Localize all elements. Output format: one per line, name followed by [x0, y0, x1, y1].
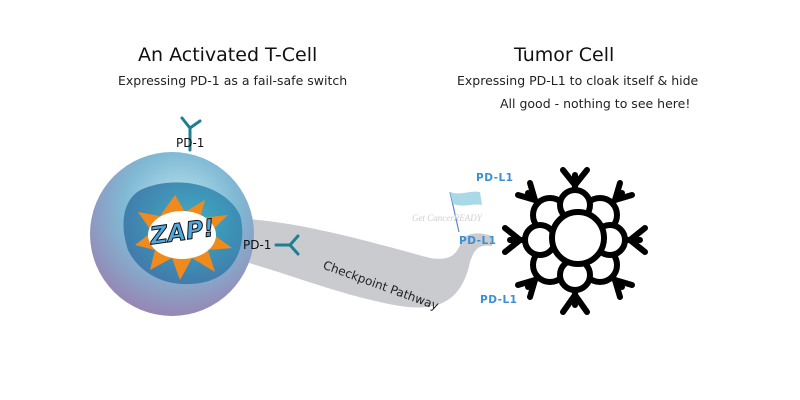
pd1-label-right: PD-1 [243, 238, 272, 252]
pdl1-label-2: PD-L1 [459, 235, 497, 247]
flag-icon [449, 191, 482, 233]
t-cell [90, 116, 300, 316]
tumor-speech: All good - nothing to see here! [500, 96, 691, 111]
pd1-receptor-right-icon [274, 234, 300, 256]
tcell-title: An Activated T-Cell [138, 44, 318, 66]
pdl1-label-1: PD-L1 [476, 172, 514, 184]
tcell-subtitle: Expressing PD-1 as a fail-safe switch [118, 73, 348, 88]
pd1-receptor-top-icon [180, 116, 202, 152]
zap-burst-icon [135, 195, 232, 280]
tumor-subtitle: Expressing PD-L1 to cloak itself & hide [457, 73, 699, 88]
pdl1-label-3: PD-L1 [480, 294, 518, 306]
pd1-label-top: PD-1 [176, 136, 205, 150]
tumor-title: Tumor Cell [514, 44, 615, 66]
tumor-cell [502, 167, 648, 315]
checkpoint-pathway-band [230, 218, 492, 308]
watermark: Get CancerREADY [412, 213, 482, 223]
